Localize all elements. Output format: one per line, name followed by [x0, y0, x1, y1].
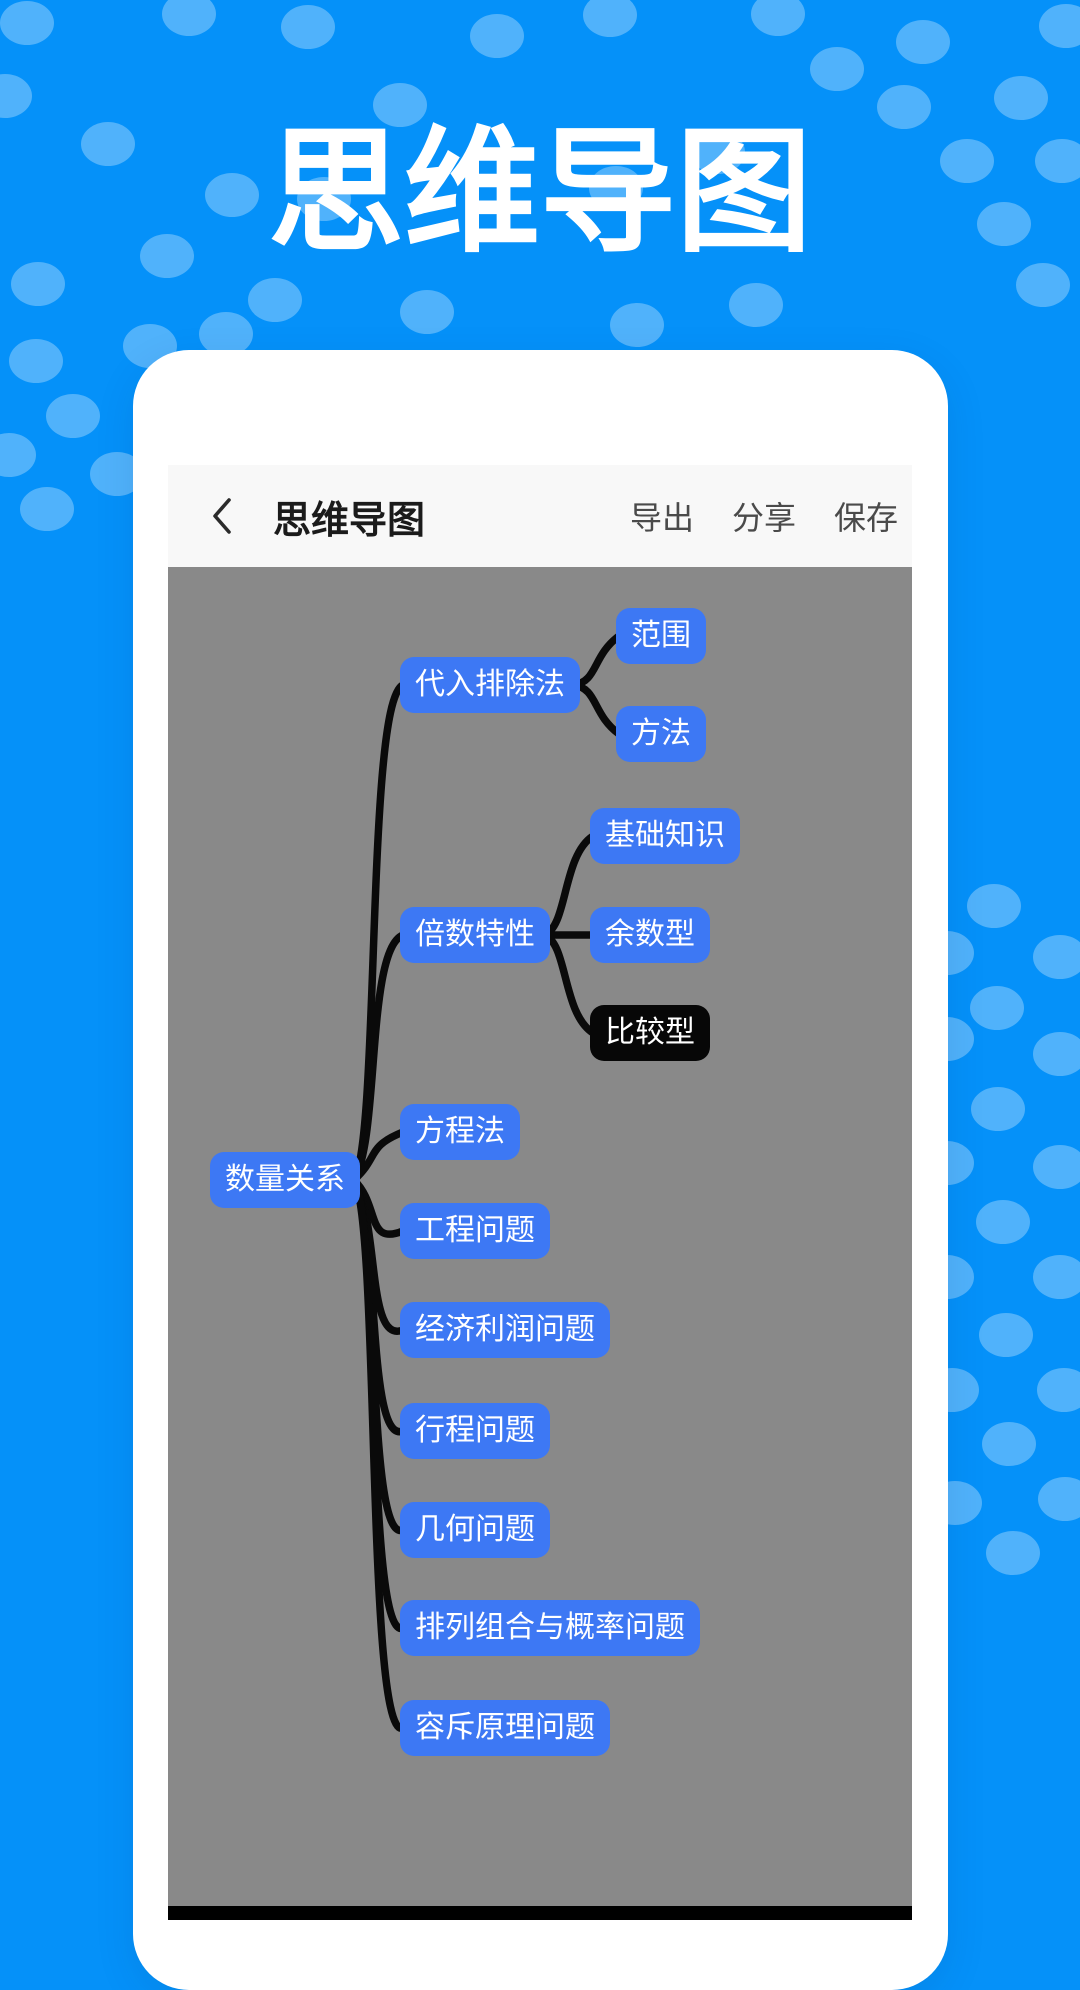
mindmap-canvas[interactable]: 数量关系 代入排除法范围方法倍数特性基础知识余数型比较型方程法工程问题经济利润问题…	[168, 567, 912, 1906]
background-dot	[199, 312, 253, 356]
background-dot	[1037, 1368, 1080, 1412]
background-dot	[1033, 1145, 1080, 1189]
background-dot	[940, 139, 994, 183]
background-dot	[205, 173, 259, 217]
mindmap-connector	[350, 1176, 407, 1436]
background-dot	[11, 262, 65, 306]
background-dot	[877, 85, 931, 129]
mindmap-branch-node[interactable]: 几何问题	[400, 1502, 550, 1558]
export-button[interactable]: 导出	[629, 500, 694, 536]
background-dot	[970, 986, 1024, 1030]
device-card: 思维导图 导出 分享 保存 数量关系 代入排除法范围方法倍数特性基础知识余数型比较…	[133, 350, 948, 1990]
mindmap-branch-node[interactable]: 经济利润问题	[400, 1302, 610, 1358]
background-dot	[400, 290, 454, 334]
mindmap-connector	[540, 931, 597, 1037]
background-dot	[896, 20, 950, 64]
background-dot	[0, 433, 36, 477]
background-dot	[810, 47, 864, 91]
background-dot	[140, 234, 194, 278]
mindmap-connector	[350, 1176, 407, 1335]
mindmap-connector	[350, 1128, 407, 1184]
mindmap-leaf-node[interactable]: 范围	[616, 608, 706, 664]
background-dot	[976, 1200, 1030, 1244]
app-screenshot: 思维导图 导出 分享 保存 数量关系 代入排除法范围方法倍数特性基础知识余数型比较…	[168, 465, 912, 1920]
mindmap-branch-node[interactable]: 容斥原理问题	[400, 1700, 610, 1756]
background-dot	[20, 487, 74, 531]
mindmap-branch-node[interactable]: 排列组合与概率问题	[400, 1600, 700, 1656]
mindmap-branch-node[interactable]: 代入排除法	[400, 657, 580, 713]
save-button[interactable]: 保存	[833, 500, 898, 536]
background-dot	[1016, 263, 1070, 307]
background-dot	[1033, 935, 1080, 979]
mindmap-connector	[350, 681, 407, 1184]
background-dot	[1038, 1477, 1080, 1521]
background-dot	[729, 283, 783, 327]
background-dot	[1033, 1255, 1080, 1299]
mindmap-connector	[350, 1176, 407, 1632]
mindmap-connector	[350, 1176, 407, 1534]
background-dot	[1033, 1032, 1080, 1076]
background-dot	[81, 122, 135, 166]
background-dot	[297, 177, 351, 221]
background-dot	[986, 1531, 1040, 1575]
background-dot	[971, 1087, 1025, 1131]
mindmap-leaf-node[interactable]: 方法	[616, 706, 706, 762]
chevron-left-icon	[213, 498, 231, 534]
mindmap-branch-node[interactable]: 倍数特性	[400, 907, 550, 963]
background-dot	[1039, 4, 1080, 48]
background-dot	[281, 5, 335, 49]
page-title: 思维导图	[268, 116, 812, 268]
background-dot	[977, 202, 1031, 246]
appbar-actions: 导出 分享 保存	[630, 493, 898, 539]
background-dot	[967, 884, 1021, 928]
background-dot	[979, 1313, 1033, 1357]
background-dot	[982, 1422, 1036, 1466]
mindmap-leaf-node[interactable]: 余数型	[590, 907, 710, 963]
back-button[interactable]	[211, 497, 233, 535]
app-header: 思维导图 导出 分享 保存	[168, 465, 912, 567]
mindmap-leaf-node[interactable]: 基础知识	[590, 808, 740, 864]
background-dot	[583, 0, 637, 37]
mindmap-branch-node[interactable]: 工程问题	[400, 1203, 550, 1259]
mindmap-leaf-node[interactable]: 比较型	[590, 1005, 710, 1061]
background-dot	[470, 14, 524, 58]
background-dot	[1035, 139, 1080, 183]
background-dot	[589, 166, 643, 210]
appbar-title: 思维导图	[273, 499, 426, 542]
background-dot	[162, 0, 216, 36]
mindmap-connector	[540, 832, 597, 939]
background-dot	[373, 83, 427, 127]
background-dot	[994, 76, 1048, 120]
mindmap-connector	[350, 931, 407, 1184]
mindmap-connector	[350, 1176, 407, 1238]
mindmap-branch-node[interactable]: 行程问题	[400, 1403, 550, 1459]
background-dot	[610, 303, 664, 347]
background-dot	[46, 394, 100, 438]
mindmap-root-node[interactable]: 数量关系	[210, 1152, 360, 1208]
mindmap-branch-node[interactable]: 方程法	[400, 1104, 520, 1160]
mindmap-connector	[570, 632, 623, 689]
share-button[interactable]: 分享	[731, 500, 796, 536]
background-dot	[0, 1, 54, 45]
background-dot	[751, 0, 805, 36]
background-dot	[9, 339, 63, 383]
mindmap-connector	[350, 1176, 407, 1732]
mindmap-connector	[570, 681, 623, 738]
phone-navbar	[168, 1906, 912, 1920]
background-dot	[248, 278, 302, 322]
background-dot	[691, 130, 745, 174]
